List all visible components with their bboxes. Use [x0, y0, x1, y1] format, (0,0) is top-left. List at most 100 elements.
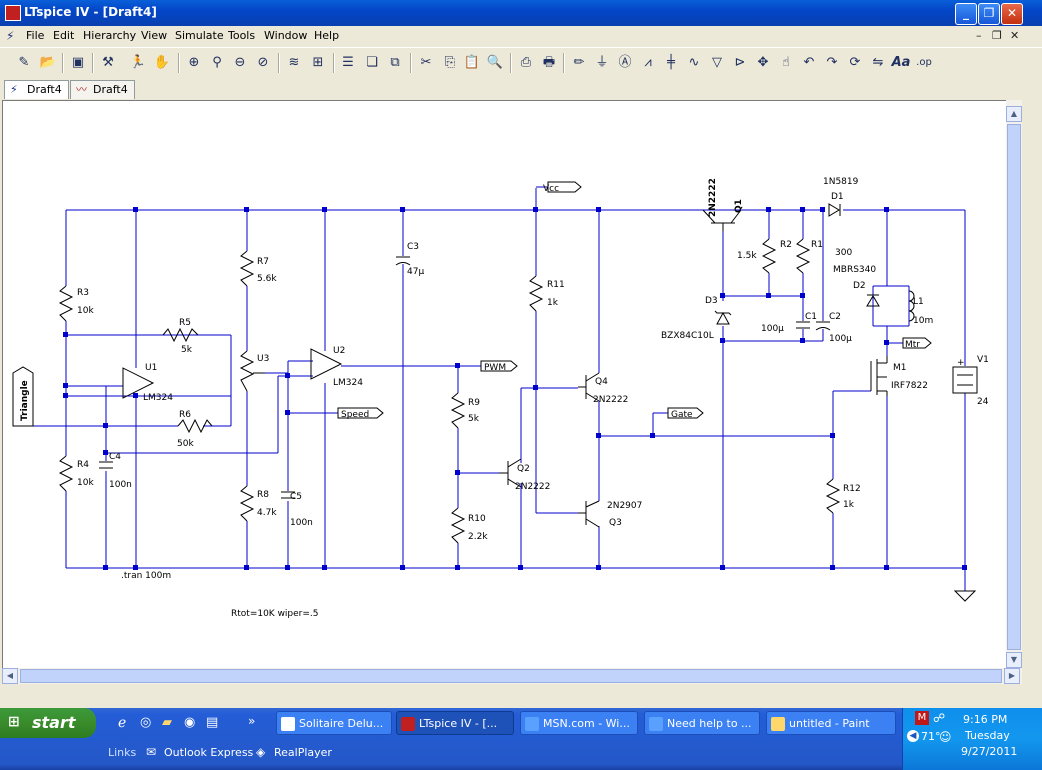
component-icon[interactable]: ⊳: [734, 55, 746, 70]
vertical-scrollbar[interactable]: ▲ ▼: [1006, 100, 1022, 668]
network-icon[interactable]: ☍: [933, 711, 946, 725]
tab-draft4-waveform[interactable]: 〰 Draft4: [70, 80, 135, 99]
spice-directive-icon[interactable]: .op: [916, 57, 932, 68]
mdi-child-icon[interactable]: ⚡: [6, 29, 15, 43]
task-need-help[interactable]: Need help to ...: [644, 711, 760, 735]
tran-directive: .tran 100m: [121, 571, 171, 581]
capacitor-icon[interactable]: ╪: [667, 55, 675, 70]
cut-icon[interactable]: ✂: [420, 55, 432, 70]
menu-view[interactable]: View: [141, 29, 168, 42]
save-icon[interactable]: ▣: [71, 55, 85, 70]
drag-icon[interactable]: ☝: [782, 55, 790, 70]
redo-icon[interactable]: ↷: [826, 55, 838, 70]
paste-icon[interactable]: 📋: [463, 55, 481, 70]
task-solitaire[interactable]: Solitaire Delu...: [276, 711, 392, 735]
net-flag-speed: [337, 407, 384, 419]
ground-icon[interactable]: ⏚: [595, 55, 609, 70]
start-button[interactable]: ⊞ start: [0, 708, 96, 738]
svg-text:R3: R3: [77, 288, 89, 298]
window-title: LTspice IV - [Draft4]: [24, 5, 157, 19]
folder-icon[interactable]: ▰: [162, 715, 172, 730]
tile-icon[interactable]: ☰: [342, 55, 354, 70]
print-icon[interactable]: 🖶: [542, 55, 556, 70]
copy-icon[interactable]: ⎘: [444, 55, 456, 70]
full-view-icon[interactable]: ⊞: [312, 55, 324, 70]
expand-tray-icon[interactable]: ◀: [907, 730, 919, 742]
label-net-icon[interactable]: Ⓐ: [618, 55, 632, 70]
rotate-icon[interactable]: ⟳: [849, 55, 861, 70]
text-icon[interactable]: Aa: [891, 55, 911, 70]
close-button[interactable]: ✕: [1001, 3, 1023, 25]
scroll-down-button[interactable]: ▼: [1006, 652, 1022, 668]
svg-text:C3: C3: [407, 242, 419, 252]
zoom-cancel-icon[interactable]: ⊘: [257, 55, 269, 70]
media-player-icon[interactable]: ◉: [184, 715, 196, 730]
mdi-close-button[interactable]: ✕: [1010, 29, 1020, 42]
scroll-left-button[interactable]: ◀: [2, 668, 18, 684]
scroll-right-button[interactable]: ▶: [1004, 668, 1020, 684]
ltspice-app-icon[interactable]: [5, 5, 21, 21]
zoom-in-icon[interactable]: ⊕: [188, 55, 200, 70]
vertical-scroll-thumb[interactable]: [1007, 124, 1021, 650]
open-schematic-icon[interactable]: ✎: [18, 55, 30, 70]
messenger-icon[interactable]: ☺: [939, 730, 952, 744]
scroll-up-button[interactable]: ▲: [1006, 106, 1022, 122]
print-setup-icon[interactable]: ⎙: [520, 55, 532, 70]
diode-icon[interactable]: ▽: [712, 55, 722, 70]
autorange-icon[interactable]: ≋: [288, 55, 300, 70]
tab-draft4-schematic[interactable]: ⚡ Draft4: [4, 80, 69, 99]
ie-icon[interactable]: ℯ: [118, 715, 127, 731]
menu-file[interactable]: File: [26, 29, 45, 42]
task-paint[interactable]: untitled - Paint: [766, 711, 896, 735]
pan-icon[interactable]: ⚲: [212, 55, 222, 70]
halt-icon[interactable]: ✋: [153, 55, 171, 70]
horizontal-scroll-thumb[interactable]: [20, 669, 1002, 683]
links-label: Links: [108, 746, 137, 759]
zoom-out-icon[interactable]: ⊖: [234, 55, 246, 70]
close-window-icon[interactable]: ⧉: [390, 55, 400, 70]
tab-label: Draft4: [27, 83, 62, 96]
clock-time[interactable]: 9:16 PM: [963, 713, 1008, 726]
chevron-more-icon[interactable]: »: [248, 714, 256, 728]
mdi-restore-button[interactable]: ❐: [992, 29, 1002, 42]
mdi-minimize-button[interactable]: –: [976, 29, 982, 42]
task-msn[interactable]: MSN.com - Wi...: [520, 711, 638, 735]
link-realplayer[interactable]: RealPlayer: [274, 746, 332, 759]
menu-hierarchy[interactable]: Hierarchy: [83, 29, 137, 42]
menu-edit[interactable]: Edit: [53, 29, 75, 42]
svg-text:MBRS340: MBRS340: [833, 265, 876, 275]
label-triangle: Triangle: [20, 380, 30, 421]
run-icon[interactable]: 🏃: [129, 55, 147, 70]
restore-button[interactable]: ❐: [978, 3, 1000, 25]
cascade-icon[interactable]: ❏: [366, 55, 378, 70]
explorer-icon[interactable]: ◎: [140, 715, 152, 730]
svg-text:D1: D1: [831, 192, 844, 202]
link-outlook-express[interactable]: Outlook Express: [164, 746, 254, 759]
move-icon[interactable]: ✥: [757, 55, 769, 70]
inductor-icon[interactable]: ∿: [688, 55, 700, 70]
menu-window[interactable]: Window: [264, 29, 308, 42]
find-icon[interactable]: 🔍: [486, 55, 504, 70]
control-panel-icon[interactable]: ⚒: [102, 55, 114, 70]
task-ltspice[interactable]: LTspice IV - [...: [396, 711, 514, 735]
minimize-button[interactable]: _: [955, 3, 977, 25]
menu-simulate[interactable]: Simulate: [175, 29, 224, 42]
draw-wire-icon[interactable]: ✏: [573, 55, 585, 70]
svg-text:+: +: [957, 358, 965, 368]
components: [58, 203, 978, 602]
svg-text:Q2: Q2: [517, 464, 530, 474]
open-file-icon[interactable]: 📂: [39, 55, 57, 70]
undo-icon[interactable]: ↶: [803, 55, 815, 70]
temperature-readout[interactable]: 71°: [921, 730, 941, 743]
menu-tools[interactable]: Tools: [228, 29, 256, 42]
resistor-icon[interactable]: ⩘: [644, 55, 652, 70]
show-desktop-icon[interactable]: ▤: [206, 715, 219, 730]
mirror-icon[interactable]: ⇋: [872, 55, 884, 70]
horizontal-scrollbar[interactable]: ◀ ▶: [2, 668, 1022, 684]
svg-text:C2: C2: [829, 312, 841, 322]
svg-text:50k: 50k: [177, 439, 194, 449]
menu-help[interactable]: Help: [314, 29, 340, 42]
antivirus-icon[interactable]: M: [915, 711, 929, 725]
